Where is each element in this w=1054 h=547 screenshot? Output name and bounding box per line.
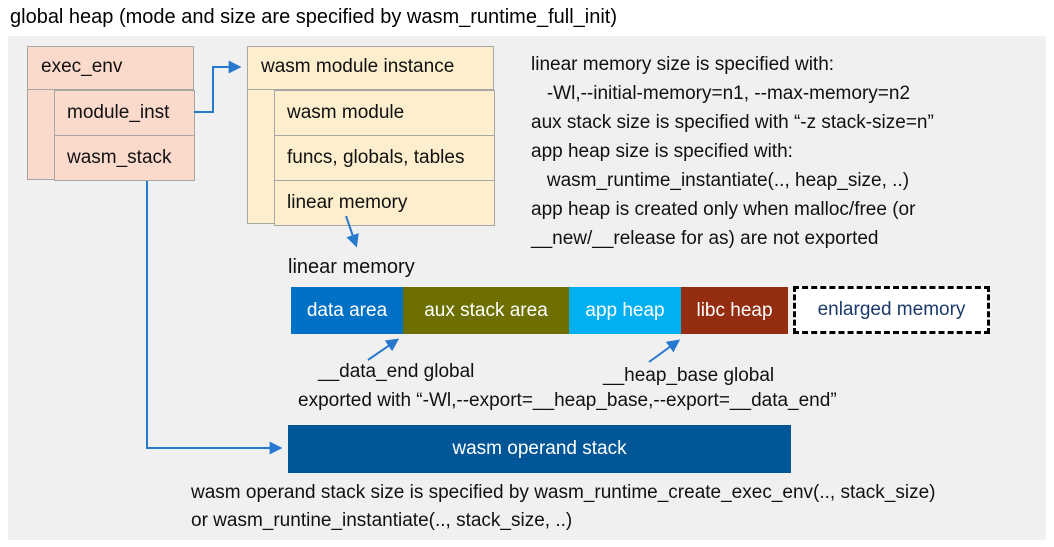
app-heap-segment: app heap: [569, 287, 681, 334]
operand-stack-size-note: wasm operand stack size is specified by …: [191, 482, 936, 531]
module-inst-label: module_inst: [67, 102, 170, 123]
linear-memory-row: linear memory: [274, 180, 495, 226]
wasm-module-row: wasm module: [274, 90, 495, 136]
libc-heap-segment: libc heap: [681, 287, 788, 334]
exec-env-header-divider: [28, 89, 193, 90]
wasm-operand-stack-label: wasm operand stack: [452, 438, 627, 459]
wasm-module-instance-box: wasm module instance wasm module funcs, …: [247, 46, 495, 226]
app-heap-label: app heap: [585, 299, 665, 321]
export-flags-note: exported with “-Wl,--export=__heap_base,…: [298, 390, 837, 411]
linear-memory-row-label: linear memory: [287, 192, 408, 213]
aux-stack-area-label: aux stack area: [424, 299, 548, 321]
wasm-operand-stack-bar: wasm operand stack: [288, 425, 791, 473]
data-area-segment: data area: [291, 287, 403, 334]
enlarged-memory-segment: enlarged memory: [793, 286, 990, 334]
wasm-module-instance-label: wasm module instance: [261, 56, 455, 77]
memory-config-note: linear memory size is specified with: -W…: [531, 54, 934, 249]
enlarged-memory-label: enlarged memory: [817, 299, 966, 320]
funcs-globals-tables-row: funcs, globals, tables: [274, 135, 495, 181]
exec-env-label: exec_env: [41, 56, 123, 77]
linear-memory-label: linear memory: [288, 256, 415, 278]
aux-stack-area-segment: aux stack area: [403, 287, 569, 334]
libc-heap-label: libc heap: [696, 299, 773, 321]
wasm-stack-field: wasm_stack: [54, 135, 195, 181]
data-end-global-label: __data_end global: [318, 361, 475, 382]
module-inst-field: module_inst: [54, 90, 195, 136]
heap-base-global-label: __heap_base global: [603, 365, 775, 386]
wasm-module-label: wasm module: [287, 102, 405, 123]
funcs-globals-tables-label: funcs, globals, tables: [287, 147, 465, 168]
wasm-stack-label: wasm_stack: [67, 147, 172, 168]
data-area-label: data area: [306, 299, 388, 321]
wasm-module-instance-header-divider: [248, 89, 493, 90]
diagram-title: global heap (mode and size are specified…: [10, 6, 617, 28]
exec-env-box: exec_env module_inst wasm_stack: [27, 46, 195, 181]
